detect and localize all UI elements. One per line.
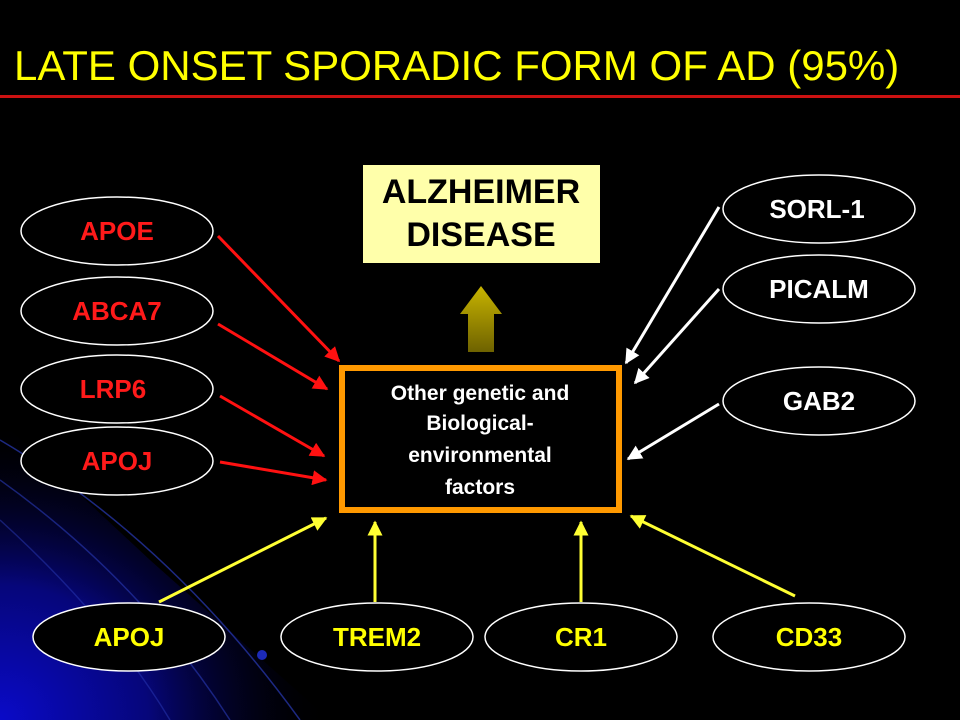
gene-node-trem2-ellipse: [280, 602, 474, 672]
gene-node-sorl1-ellipse: [722, 174, 916, 244]
up-arrow-icon: [460, 286, 502, 352]
arrow-apoj-bottom-to-factors: [158, 516, 328, 604]
gene-node-apoj-left: APOJ: [20, 426, 214, 496]
other-factors-line-3: environmental: [408, 444, 552, 467]
gene-node-cr1-ellipse: [484, 602, 678, 672]
alzheimer-disease-box-fill: [363, 165, 600, 263]
arrow-apoe-to-factors: [216, 234, 341, 363]
arrow-sorl1-to-factors: [624, 206, 721, 365]
gene-label-cr1: CR1: [555, 622, 607, 652]
other-factors-box: Other genetic and Biological- environmen…: [339, 365, 622, 513]
gene-node-apoe-ellipse: [20, 196, 214, 266]
gene-label-apoj-left: APOJ: [82, 446, 153, 476]
gene-node-cr1: CR1: [484, 602, 678, 672]
gene-label-abca7: ABCA7: [72, 296, 162, 326]
gene-node-picalm: PICALM: [722, 254, 916, 324]
gene-label-apoe: APOE: [80, 216, 154, 246]
slide-title: LATE ONSET SPORADIC FORM OF AD (95%): [14, 42, 900, 89]
other-factors-box-border: [339, 365, 622, 513]
other-factors-line-2: Biological-: [426, 412, 533, 435]
gene-node-picalm-ellipse: [722, 254, 916, 324]
decor-dot: [257, 650, 267, 660]
gene-label-sorl1: SORL-1: [769, 194, 864, 224]
gene-node-abca7: ABCA7: [20, 276, 214, 346]
other-factors-line-1: Other genetic and: [391, 382, 570, 405]
gene-node-gab2: GAB2: [722, 366, 916, 436]
gene-node-sorl1: SORL-1: [722, 174, 916, 244]
arrow-cd33-to-factors: [629, 514, 796, 598]
alzheimer-disease-line-2: DISEASE: [406, 216, 555, 254]
gene-node-apoj-bottom-ellipse: [32, 602, 226, 672]
arrow-gab2-to-factors: [626, 402, 720, 461]
gene-node-gab2-ellipse: [722, 366, 916, 436]
gene-label-apoj-bottom: APOJ: [94, 622, 165, 652]
gene-node-trem2: TREM2: [280, 602, 474, 672]
gene-label-trem2: TREM2: [333, 622, 421, 652]
other-factors-line-4: factors: [445, 476, 515, 499]
gene-node-cd33-ellipse: [712, 602, 906, 672]
gene-node-apoj-left-ellipse: [20, 426, 214, 496]
alzheimer-disease-line-1: ALZHEIMER: [382, 173, 580, 211]
title-underline: [0, 95, 960, 98]
arrow-lrp6-to-factors: [219, 394, 326, 458]
gene-node-abca7-ellipse: [20, 276, 214, 346]
gene-label-lrp6: LRP6: [80, 374, 146, 404]
gene-node-lrp6: LRP6: [20, 354, 214, 424]
arrow-apoj-left-to-factors: [219, 460, 328, 486]
gene-label-gab2: GAB2: [783, 386, 855, 416]
gene-node-lrp6-ellipse: [20, 354, 214, 424]
gene-node-cd33: CD33: [712, 602, 906, 672]
gene-label-cd33: CD33: [776, 622, 842, 652]
gene-node-apoe: APOE: [20, 196, 214, 266]
decor-arc: [0, 479, 231, 720]
arrow-abca7-to-factors: [217, 322, 329, 391]
gene-node-apoj-bottom: APOJ: [32, 602, 226, 672]
gene-label-picalm: PICALM: [769, 274, 869, 304]
arrow-picalm-to-factors: [633, 288, 721, 385]
alzheimer-disease-box: ALZHEIMER DISEASE: [363, 165, 600, 263]
